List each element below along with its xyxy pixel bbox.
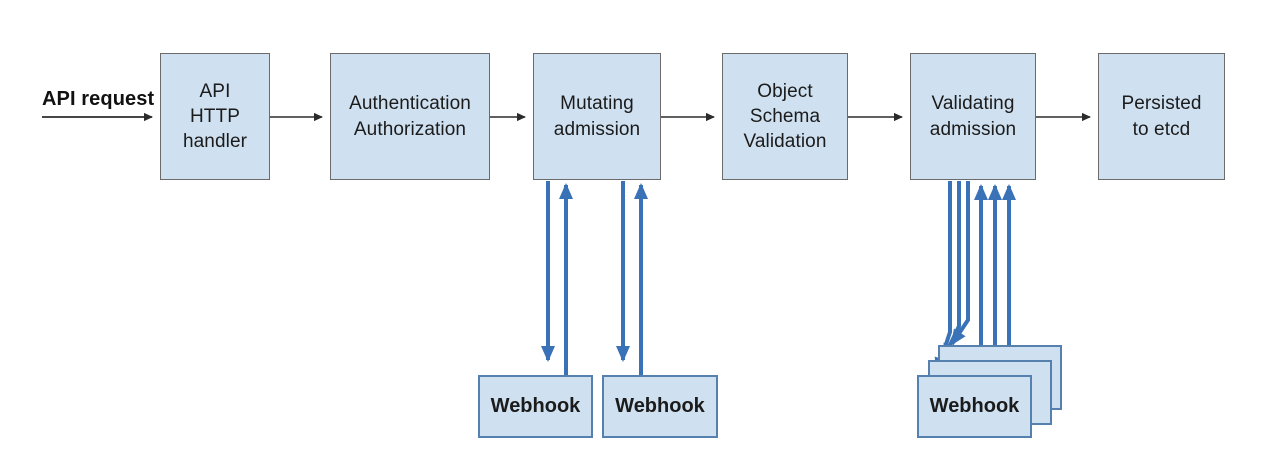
node-persisted-to-etcd[interactable]: Persisted to etcd [1098, 53, 1225, 180]
connector-validating-call-2 [942, 181, 961, 360]
node-validating-admission[interactable]: Validating admission [910, 53, 1036, 180]
connector-validating-call-3 [934, 181, 952, 374]
entry-label-api-request: API request [42, 88, 155, 110]
webhook-box-validating-1[interactable]: Webhook [917, 375, 1032, 438]
webhook-box-mutating-1[interactable]: Webhook [478, 375, 593, 438]
node-object-schema-validation[interactable]: Object Schema Validation [722, 53, 848, 180]
node-mutating-admission[interactable]: Mutating admission [533, 53, 661, 180]
webhook-box-mutating-2[interactable]: Webhook [602, 375, 718, 438]
connector-validating-call-1 [950, 181, 970, 346]
node-authentication-authorization[interactable]: Authentication Authorization [330, 53, 490, 180]
node-api-http-handler[interactable]: API HTTP handler [160, 53, 270, 180]
